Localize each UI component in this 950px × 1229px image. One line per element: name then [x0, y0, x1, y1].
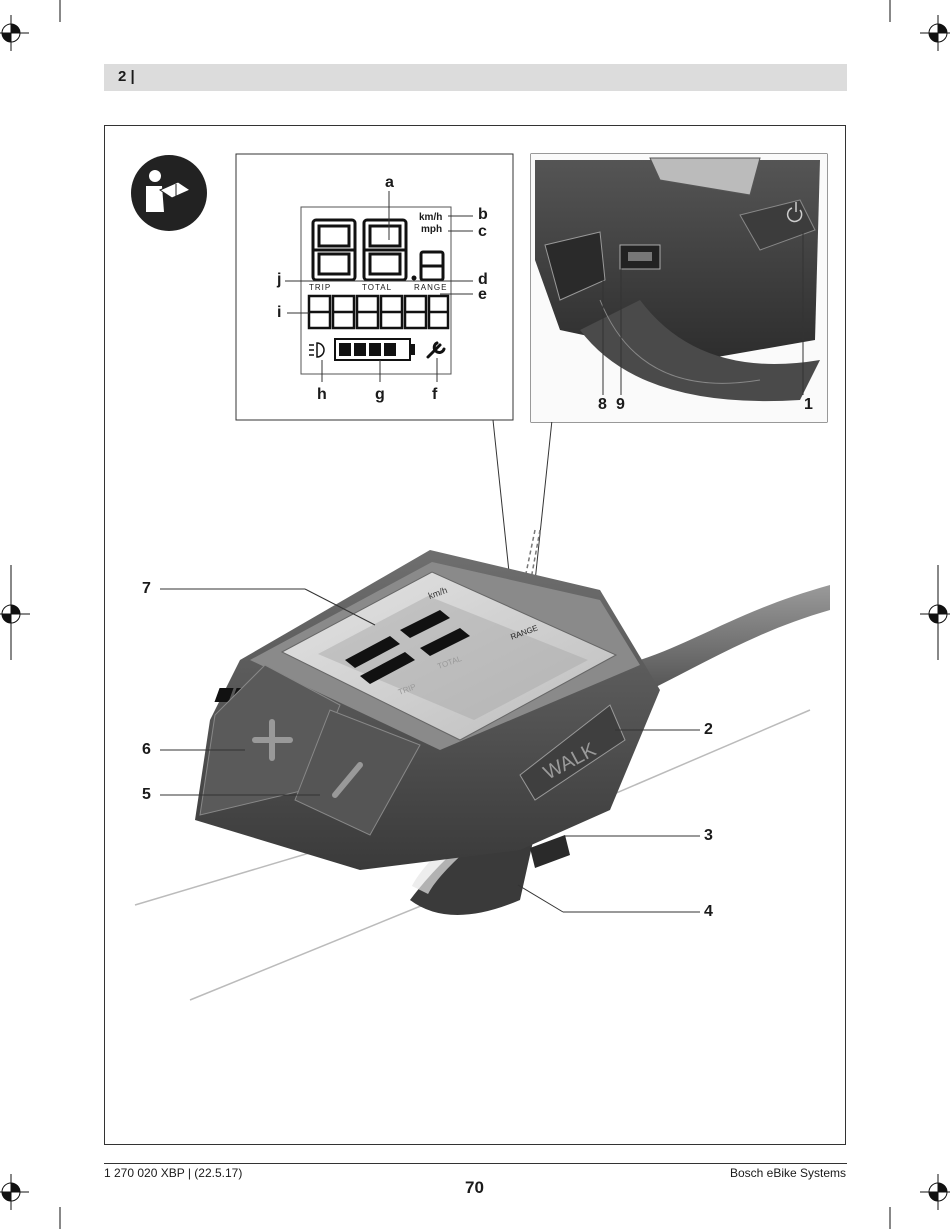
figure-frame — [104, 125, 846, 1145]
lcd-detail-panel — [235, 153, 553, 613]
lcd-label-trip: TRIP — [309, 283, 332, 292]
doc-id: 1 270 020 XBP | (22.5.17) — [104, 1166, 243, 1180]
part-1: 1 — [804, 396, 813, 413]
part-9: 9 — [616, 396, 625, 413]
label-f: f — [432, 386, 438, 403]
label-h: h — [317, 386, 327, 403]
part-8: 8 — [598, 396, 607, 413]
part-4: 4 — [704, 903, 713, 920]
plus-symbol — [252, 719, 293, 761]
label-e: e — [478, 286, 487, 303]
part-2: 2 — [704, 721, 713, 738]
label-b: b — [478, 206, 488, 223]
lcd-label-total: TOTAL — [362, 283, 393, 292]
minus-symbol — [332, 762, 363, 798]
part-6: 6 — [142, 741, 151, 758]
label-g: g — [375, 386, 385, 403]
part-3: 3 — [704, 827, 713, 844]
power-icon — [786, 202, 803, 223]
footer-rule — [104, 1163, 847, 1164]
page-number: 70 — [465, 1178, 484, 1197]
read-manual-icon — [131, 155, 207, 231]
label-a: a — [385, 174, 394, 191]
battery-icon — [334, 338, 415, 361]
label-i: i — [277, 304, 282, 321]
lcd-unit-mph: mph — [421, 224, 443, 235]
header-bar: 2 | — [104, 64, 847, 91]
label-j: j — [277, 271, 282, 288]
connector-closeup-panel — [530, 153, 828, 423]
lcd-label-range: RANGE — [414, 283, 448, 292]
wrench-icon — [426, 341, 446, 359]
page-marker: 2 | — [118, 68, 135, 85]
company-name: Bosch eBike Systems — [729, 1166, 846, 1180]
light-icon — [309, 342, 325, 358]
part-7: 7 — [142, 580, 151, 597]
label-c: c — [478, 223, 487, 240]
lcd-unit-kmh: km/h — [419, 212, 443, 223]
part-5: 5 — [142, 786, 151, 803]
label-d: d — [478, 271, 488, 288]
